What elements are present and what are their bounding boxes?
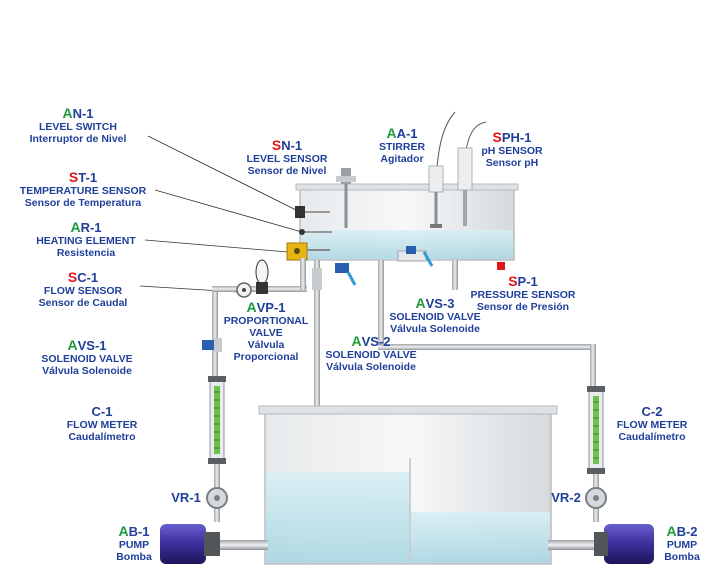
label-sn1-code: SN-1 bbox=[271, 137, 303, 154]
label-sp1: SP-1 PRESSURE SENSOR Sensor de Presión bbox=[464, 273, 582, 314]
label-st1-code: ST-1 bbox=[68, 169, 98, 186]
level-sensor-sn1 bbox=[336, 168, 356, 228]
label-ab1: AB-1 PUMP Bomba bbox=[112, 523, 156, 564]
outflow-pipes bbox=[314, 260, 596, 490]
label-avs1: AVS-1 SOLENOID VALVE Válvula Solenoide bbox=[30, 337, 144, 378]
label-avs2: AVS-2 SOLENOID VALVE Válvula Solenoide bbox=[318, 333, 424, 374]
label-aa1: AA-1 STIRRER Agitador bbox=[372, 125, 432, 166]
label-ar1: AR-1 HEATING ELEMENT Resistencia bbox=[24, 219, 148, 260]
label-avp1: AVP-1 PROPORTIONAL VALVE Válvula Proporc… bbox=[216, 299, 316, 364]
flow-sensor-sc1 bbox=[236, 282, 252, 298]
label-ab2: AB-2 PUMP Bomba bbox=[660, 523, 704, 564]
label-sc1: SC-1 FLOW SENSOR Sensor de Caudal bbox=[28, 269, 138, 310]
label-avs3: AVS-3 SOLENOID VALVE Válvula Solenoide bbox=[382, 295, 488, 336]
proportional-valve-avp1 bbox=[255, 259, 269, 294]
regulating-valve-vr2 bbox=[585, 487, 607, 509]
level-switch-an1 bbox=[295, 206, 330, 218]
label-sc1-code: SC-1 bbox=[67, 269, 99, 286]
solenoid-valve-avs2 bbox=[312, 263, 357, 290]
label-avs1-code: AVS-1 bbox=[67, 337, 107, 354]
label-an1: AN-1 LEVEL SWITCH Interruptor de Nivel bbox=[20, 105, 136, 146]
label-ar1-code: AR-1 bbox=[70, 219, 102, 236]
label-vr2: VR-2 bbox=[551, 490, 581, 505]
label-c1: C-1 FLOW METER Caudalímetro bbox=[66, 404, 138, 443]
ph-sensor-sph1 bbox=[457, 121, 487, 226]
label-c2: C-2 FLOW METER Caudalímetro bbox=[616, 404, 688, 443]
temperature-sensor-st1 bbox=[299, 229, 332, 235]
label-avs3-code: AVS-3 bbox=[415, 295, 455, 312]
label-st1: ST-1 TEMPERATURE SENSOR Sensor de Temper… bbox=[8, 169, 158, 210]
solenoid-valve-avs3 bbox=[397, 246, 434, 267]
label-avp1-code: AVP-1 bbox=[246, 299, 286, 316]
label-sph1: SPH-1 pH SENSOR Sensor pH bbox=[474, 129, 550, 170]
lower-tank bbox=[258, 405, 558, 565]
label-sn1: SN-1 LEVEL SENSOR Sensor de Nivel bbox=[232, 137, 342, 178]
label-avs2-code: AVS-2 bbox=[351, 333, 391, 350]
pump-ab1 bbox=[160, 524, 220, 564]
regulating-valve-vr1 bbox=[206, 487, 228, 509]
flow-meter-c1 bbox=[208, 376, 226, 464]
label-sph1-code: SPH-1 bbox=[492, 129, 532, 146]
stirrer-aa1 bbox=[428, 111, 456, 228]
solenoid-valve-avs1 bbox=[202, 338, 222, 352]
label-ab1-code: AB-1 bbox=[118, 523, 150, 540]
label-aa1-code: AA-1 bbox=[386, 125, 418, 142]
pressure-sensor-sp1 bbox=[497, 262, 505, 270]
label-an1-code: AN-1 bbox=[62, 105, 94, 122]
label-ab2-code: AB-2 bbox=[666, 523, 698, 540]
heating-element-ar1 bbox=[286, 242, 330, 261]
label-sp1-code: SP-1 bbox=[508, 273, 538, 290]
label-vr1: VR-1 bbox=[171, 490, 201, 505]
pump-ab2 bbox=[594, 524, 654, 564]
flow-meter-c2 bbox=[587, 386, 605, 474]
